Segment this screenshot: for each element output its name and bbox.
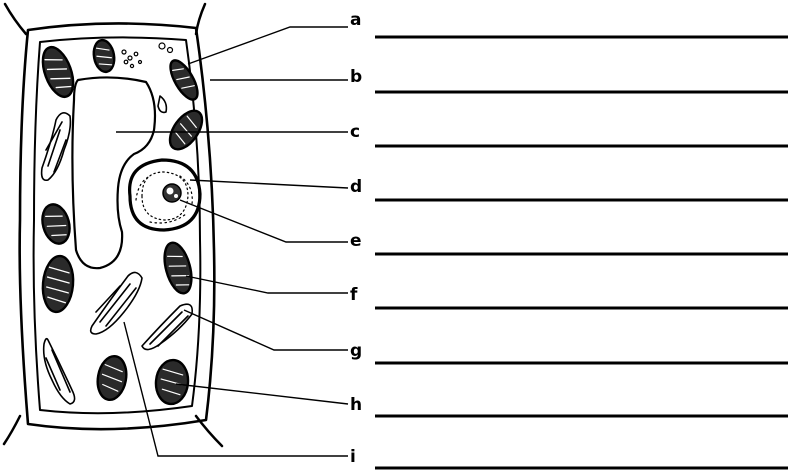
cytoplasm-granules: [122, 43, 173, 68]
central-vacuole: [72, 77, 155, 268]
leader-line-e: [180, 200, 348, 242]
leader-line-a: [188, 27, 348, 64]
label-letter-b: b: [350, 67, 362, 87]
nucleus: [130, 160, 200, 230]
label-letter-f: f: [350, 285, 358, 305]
label-letter-h: h: [350, 395, 362, 415]
leader-line-g: [184, 310, 348, 350]
chloroplasts: [37, 39, 209, 406]
plant-cell-drawing: [4, 4, 222, 446]
label-letter-c: c: [350, 122, 360, 142]
label-letter-d: d: [350, 177, 362, 197]
answer-lines: [375, 37, 788, 468]
label-letter-g: g: [350, 341, 362, 361]
label-letter-e: e: [350, 231, 362, 251]
leader-line-d: [190, 180, 348, 188]
leader-line-h: [176, 384, 348, 404]
letter-labels: a b c d e f g h i: [350, 10, 362, 467]
label-letter-a: a: [350, 10, 361, 30]
label-letter-i: i: [350, 447, 356, 467]
leader-line-f: [186, 276, 348, 293]
